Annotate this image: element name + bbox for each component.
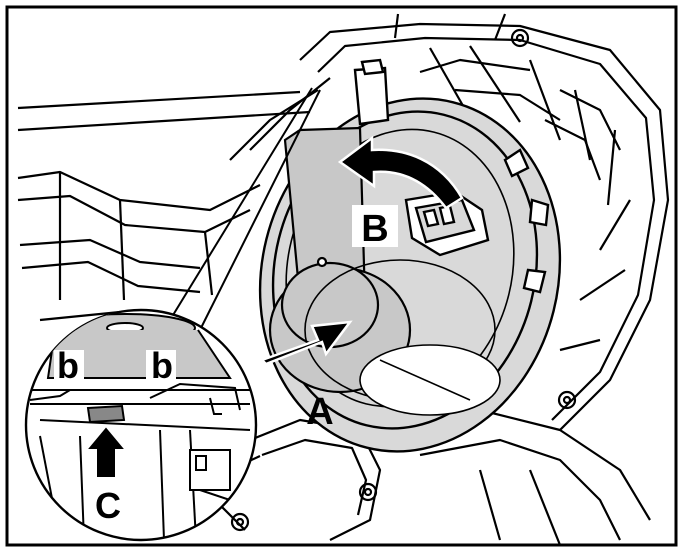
screw-icon xyxy=(510,28,530,48)
label-c: C xyxy=(95,485,121,526)
label-b-left-box xyxy=(54,350,84,380)
upward-arrow-c-icon xyxy=(83,424,129,479)
push-arrow-a-icon xyxy=(259,320,353,366)
blower-housing xyxy=(17,13,670,546)
label-c-box xyxy=(90,484,126,520)
screw-icon xyxy=(557,390,577,410)
inset-leader-lines xyxy=(169,87,321,331)
label-b-left: b xyxy=(57,345,79,386)
screw-icon xyxy=(358,482,378,502)
label-b-right-box xyxy=(146,350,176,380)
label-a: A xyxy=(306,391,333,433)
rotation-arrow-b-icon xyxy=(337,135,464,210)
label-b: B xyxy=(361,208,388,250)
label-b-right: b xyxy=(151,345,173,386)
label-b-box xyxy=(352,205,398,247)
screw-icon xyxy=(230,512,250,532)
